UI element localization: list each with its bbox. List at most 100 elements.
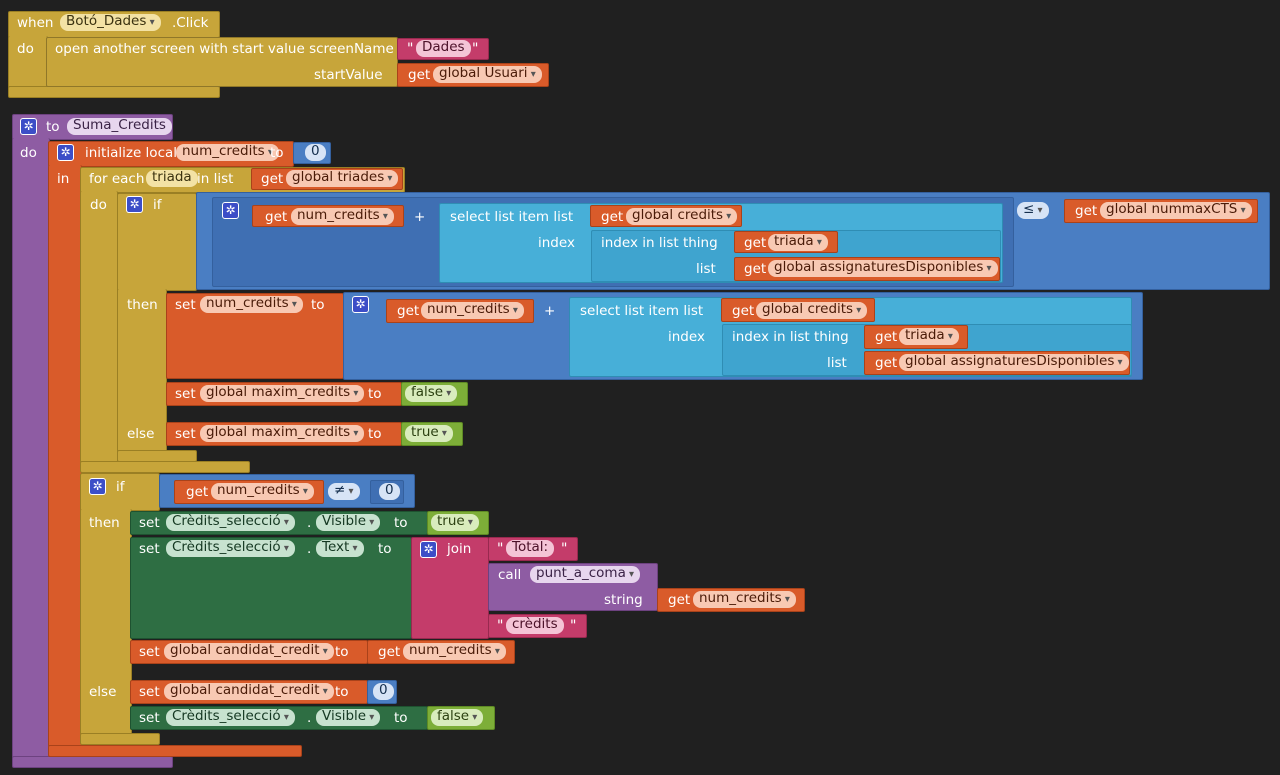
else1-set-label: set: [175, 426, 196, 442]
set-candidat1-get-label: get: [378, 644, 401, 660]
else1-to-label: to: [368, 426, 382, 442]
set-text-component-dropdown[interactable]: Crèdits_selecció: [166, 540, 295, 557]
set-visible2-to-label: to: [394, 710, 408, 726]
if2-zero-value[interactable]: 0: [379, 483, 400, 500]
then1-var-dropdown[interactable]: num_credits: [200, 296, 303, 313]
index1-label: index in list thing: [601, 235, 718, 251]
select2-label: select list item list: [580, 303, 704, 319]
max-get-label: get: [1075, 203, 1098, 219]
init-gear-icon[interactable]: ✲: [57, 144, 74, 161]
set-text-prop-dropdown[interactable]: Text: [316, 540, 364, 557]
set-candidat2-to-label: to: [335, 684, 349, 700]
false-value-1[interactable]: false: [405, 385, 458, 402]
quote-open-icon-2: ": [497, 541, 504, 557]
index1-thing-get-label: get: [744, 235, 767, 251]
call-proc-dropdown[interactable]: punt_a_coma: [530, 566, 641, 583]
index2-list-get-label: get: [875, 355, 898, 371]
if1-footer: [117, 450, 197, 462]
procedure-to-label: to: [46, 119, 60, 135]
start-var-dropdown[interactable]: global Usuari: [433, 66, 542, 83]
if2-footer: [80, 733, 160, 745]
add2-gear-icon[interactable]: ✲: [352, 296, 369, 313]
open-screen-block[interactable]: [46, 37, 398, 87]
event-block-footer: [8, 86, 220, 98]
select1-label: select list item list: [450, 209, 574, 225]
call-var-dropdown[interactable]: num_credits: [693, 591, 796, 608]
if1-gear-icon[interactable]: ✲: [126, 196, 143, 213]
set-visible2-component-dropdown[interactable]: Crèdits_selecció: [166, 709, 295, 726]
procedure-name[interactable]: Suma_Credits: [67, 118, 172, 135]
procedure-do-label: do: [20, 145, 37, 161]
index2-list-dropdown[interactable]: global assignaturesDisponibles: [899, 354, 1129, 371]
set-candidat2-var-dropdown[interactable]: global candidat_credit: [164, 683, 334, 700]
quote-close-icon-2: ": [561, 541, 568, 557]
if2-get-label: get: [186, 484, 209, 500]
procedure-footer: [12, 756, 173, 768]
set-candidat1-get-dropdown[interactable]: num_credits: [403, 643, 506, 660]
select1-get-label: get: [601, 209, 624, 225]
set-visible2-prop-dropdown[interactable]: Visible: [316, 709, 381, 726]
total-text-value[interactable]: Total:: [506, 540, 555, 557]
true-value-2[interactable]: true: [431, 514, 479, 531]
else1-var-dropdown[interactable]: global maxim_credits: [200, 425, 365, 442]
add1-get-label: get: [265, 209, 288, 225]
foreach-label: for each: [89, 171, 145, 187]
if2-then-label: then: [89, 515, 120, 531]
if1-else-label: else: [127, 426, 155, 442]
index1-list-dropdown[interactable]: global assignaturesDisponibles: [768, 260, 998, 277]
compare-op-dropdown[interactable]: ≤: [1017, 202, 1049, 219]
component-dropdown[interactable]: Botó_Dades: [60, 14, 161, 31]
foreach-in-list-label: in list: [197, 171, 234, 187]
foreach-footer: [80, 461, 250, 473]
set-candidat1-var-dropdown[interactable]: global candidat_credit: [164, 643, 334, 660]
set-visible-component-dropdown[interactable]: Crèdits_selecció: [166, 514, 295, 531]
in-label: in: [57, 171, 70, 187]
event-name-label: .Click: [172, 15, 209, 31]
foreach-body: [80, 191, 118, 463]
index1-thing-dropdown[interactable]: triada: [768, 234, 828, 251]
add1-gear-icon[interactable]: ✲: [222, 202, 239, 219]
true-value-1[interactable]: true: [405, 425, 453, 442]
if2-body: [80, 509, 132, 735]
start-value-label: startValue: [314, 67, 383, 83]
then1-set2-var-dropdown[interactable]: global maxim_credits: [200, 385, 365, 402]
if1-then-label: then: [127, 297, 158, 313]
procedure-gear-icon[interactable]: ✲: [20, 118, 37, 135]
select2-list-dropdown[interactable]: global credits: [756, 302, 868, 319]
if2-var-dropdown[interactable]: num_credits: [211, 483, 314, 500]
if1-if-label: if: [153, 197, 162, 213]
false-value-2[interactable]: false: [431, 709, 484, 726]
add2-var-dropdown[interactable]: num_credits: [421, 302, 524, 319]
add1-var-dropdown[interactable]: num_credits: [291, 208, 394, 225]
then1-set2-label: set: [175, 386, 196, 402]
neq-op-dropdown[interactable]: ≠: [328, 483, 360, 500]
event-do-label: do: [17, 41, 34, 57]
foreach-list-dropdown[interactable]: global triades: [286, 170, 399, 187]
screen-name-value[interactable]: Dades: [416, 40, 471, 57]
index1-list-label: list: [696, 261, 716, 277]
set-candidat1-set-label: set: [139, 644, 160, 660]
quote-close-icon: ": [472, 41, 479, 57]
call-label: call: [498, 567, 522, 583]
join-label: join: [447, 541, 472, 557]
max-var-dropdown[interactable]: global nummaxCTS: [1100, 202, 1252, 219]
procedure-body: [12, 138, 50, 758]
then1-set-label: set: [175, 297, 196, 313]
join-gear-icon[interactable]: ✲: [420, 541, 437, 558]
set-visible-prop-dropdown[interactable]: Visible: [316, 514, 381, 531]
local-var-name[interactable]: num_credits: [176, 144, 279, 161]
credits-text-value[interactable]: crèdits: [506, 617, 564, 634]
init-label: initialize local: [85, 145, 178, 161]
if2-gear-icon[interactable]: ✲: [89, 478, 106, 495]
set-visible-set-label: set: [139, 515, 160, 531]
open-screen-label: open another screen with start value scr…: [55, 41, 394, 57]
quote-open-icon-3: ": [497, 618, 504, 634]
select2-index-label: index: [668, 329, 705, 345]
init-number-value[interactable]: 0: [305, 144, 326, 161]
if2-if-label: if: [116, 479, 125, 495]
select1-list-dropdown[interactable]: global credits: [626, 208, 738, 225]
set-candidat2-zero-value[interactable]: 0: [373, 683, 394, 700]
index2-thing-dropdown[interactable]: triada: [899, 328, 959, 345]
dot-icon-2: .: [307, 541, 312, 557]
foreach-item-name[interactable]: triada: [146, 170, 198, 187]
